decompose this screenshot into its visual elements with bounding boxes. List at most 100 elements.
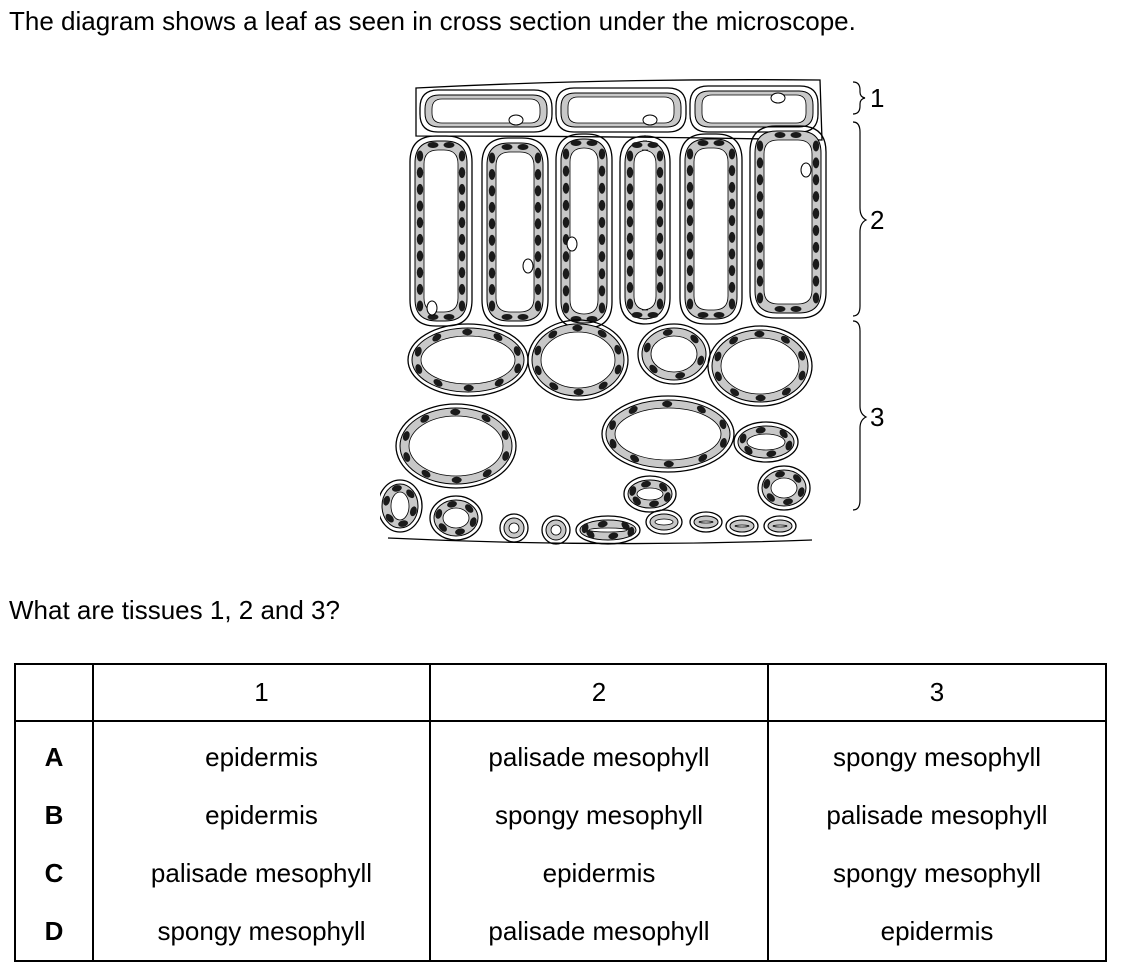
chloroplast [686,148,694,160]
cell-wall [380,479,423,533]
chloroplast [812,208,820,220]
chloroplast [513,346,521,356]
chloroplast [728,298,736,310]
table-cell: spongy mesophyll [767,721,1107,786]
chloroplast [756,157,764,169]
chloroplast [402,431,410,441]
chloroplast [598,148,606,160]
chloroplast [656,232,664,244]
chloroplast [450,408,461,416]
palisade-cell [481,137,549,327]
spongy-cell [407,323,529,397]
spongy-cell [725,515,759,537]
cell-wall [481,137,549,327]
diagram-label-2: 2 [870,205,884,235]
chloroplast [812,157,820,169]
chloroplast [597,329,607,338]
vacuole [746,433,786,451]
chloroplast [562,199,570,211]
leaf-cross-section-svg: 1 2 3 [380,79,884,545]
chloroplast [562,302,570,314]
chloroplast [562,268,570,280]
chloroplast [626,199,634,211]
chloroplast [626,232,634,244]
chloroplast [391,485,402,492]
cell-wall [429,495,483,541]
chloroplast [812,258,820,270]
chloroplast [598,268,606,280]
table-cell: palisade mesophyll [767,786,1107,844]
chloroplast [629,486,637,496]
chloroplast [798,370,806,381]
chloroplast [728,215,736,227]
cell-wall [707,325,813,407]
chloroplast [598,216,606,228]
chloroplast [728,231,736,243]
chloroplast [534,251,542,263]
chloroplast [812,191,820,203]
chloroplast [779,429,788,439]
chloroplast [562,251,570,263]
chloroplast [534,365,542,376]
question-intro: The diagram shows a leaf as seen in cros… [9,6,856,36]
vacuole [569,147,599,315]
chloroplast [649,364,658,374]
spongy-cell [733,421,799,463]
chloroplast [697,312,709,318]
chloroplast [730,388,740,397]
chloroplast [686,265,694,277]
spongy-cell [757,465,811,511]
epidermis-cells [419,85,819,133]
chloroplast [756,174,764,186]
chloroplast [421,469,431,478]
chloroplast [756,275,764,287]
chloroplast [598,285,606,297]
cell-wall [623,475,677,513]
chloroplast [756,292,764,304]
chloroplast [458,267,466,279]
chloroplast [656,298,664,310]
chloroplast [647,312,659,318]
chloroplast [488,251,496,263]
chloroplast [562,216,570,228]
spongy-cell [707,325,813,407]
chloroplast [713,140,725,146]
vacuole [588,527,628,533]
chloroplast [756,224,764,236]
chloroplast [641,480,651,488]
chloroplast [481,414,491,423]
chloroplast [458,183,466,195]
chloroplast [656,249,664,261]
chloroplast [427,314,439,320]
chloroplast [488,267,496,279]
spongy-cell [637,323,711,385]
table-cell: spongy mesophyll [429,786,769,844]
cell-wall [527,319,629,401]
chloroplast [458,233,466,245]
chloroplast [766,450,777,458]
chloroplast [482,469,492,478]
chloroplast [626,150,634,162]
chloroplast [458,250,466,262]
chloroplast [698,454,708,462]
table-cell: spongy mesophyll [92,902,431,962]
nucleus [426,300,438,316]
chloroplast [719,419,727,430]
question-prompt: What are tissues 1, 2 and 3? [9,595,340,625]
chloroplast [458,200,466,212]
chloroplast [780,335,790,344]
epidermis-cell [419,89,553,133]
option-letter: C [14,844,94,902]
palisade-cell [555,133,613,329]
chloroplast [438,523,447,532]
chloroplast [790,306,802,312]
chloroplast [697,140,709,146]
chloroplast [462,328,473,336]
chloroplast [443,142,455,148]
spongy-cell [380,479,423,533]
chloroplast [598,182,606,194]
cell-wall [679,133,743,325]
chloroplast [416,200,424,212]
spongy-cell [645,509,683,535]
chloroplast [414,346,422,357]
